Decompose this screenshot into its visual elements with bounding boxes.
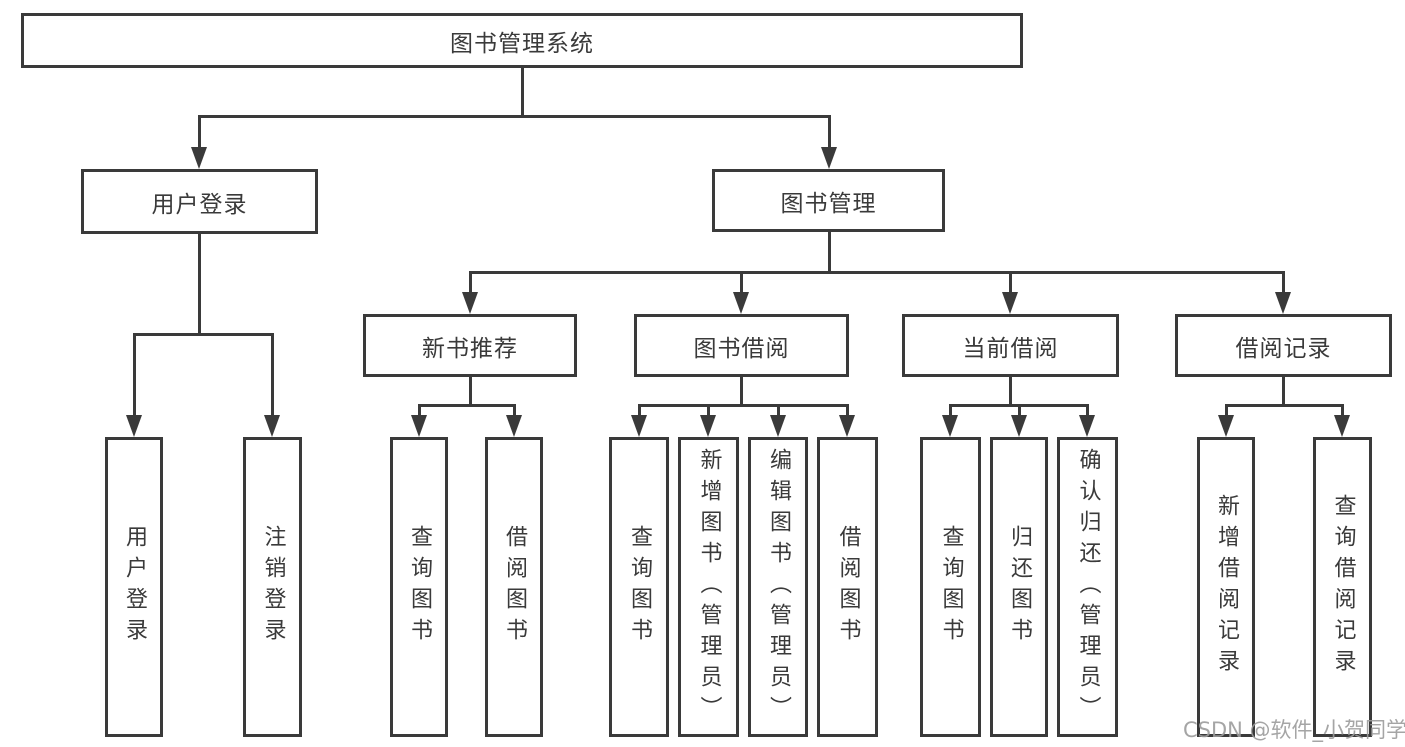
leaf-confirm-return-admin: 确认归还（管理员）	[1057, 437, 1118, 737]
node-new-book-recommend: 新书推荐	[363, 314, 577, 377]
arrow-down-icon	[770, 415, 786, 437]
node-label: 查询借阅记录	[1330, 494, 1356, 680]
leaf-query-books-borrowing: 查询图书	[609, 437, 669, 737]
connector-stub	[1225, 404, 1228, 418]
node-label: 确认归还（管理员）	[1075, 447, 1101, 727]
leaf-user-login: 用户登录	[105, 437, 163, 737]
node-current-borrowing: 当前借阅	[902, 314, 1119, 377]
watermark-csdn: CSDN @软件_小贺同学	[1183, 718, 1405, 742]
connector-to-leaf-logout	[271, 333, 274, 417]
arrow-down-icon	[700, 415, 716, 437]
connector-root-down	[521, 68, 524, 117]
arrow-down-icon	[1011, 415, 1027, 437]
node-label: 注销登录	[260, 525, 286, 649]
node-label: 借阅图书	[835, 525, 861, 649]
node-label: 归还图书	[1007, 525, 1032, 649]
arrow-down-icon	[1334, 415, 1350, 437]
node-borrowing-records: 借阅记录	[1175, 314, 1392, 377]
connector-to-new-book-recommend	[469, 271, 472, 296]
leaf-query-books-current: 查询图书	[920, 437, 981, 737]
connector-level2-horizontal	[198, 115, 831, 118]
node-book-management: 图书管理	[712, 169, 945, 232]
node-label: 图书借阅	[693, 335, 790, 362]
connector-stub	[846, 404, 849, 418]
connector-new-book-recommend-down	[469, 377, 472, 407]
node-label: 借阅图书	[502, 525, 527, 649]
connector-stub	[707, 404, 710, 418]
arrow-down-icon	[191, 147, 207, 169]
connector-to-current-borrowing	[1009, 271, 1012, 296]
connector-current-borrowing-down	[1009, 377, 1012, 407]
node-label: 用户登录	[151, 191, 248, 218]
node-label: 查询图书	[627, 525, 652, 649]
connector-stub	[513, 404, 516, 418]
arrow-down-icon	[506, 415, 522, 437]
arrow-down-icon	[942, 415, 958, 437]
leaf-add-borrow-record: 新增借阅记录	[1197, 437, 1255, 737]
connector-book-management-down	[828, 232, 831, 274]
arrow-down-icon	[411, 415, 427, 437]
arrow-down-icon	[821, 147, 837, 169]
leaf-return-books: 归还图书	[990, 437, 1048, 737]
node-label: 图书管理系统	[450, 30, 594, 57]
connector-to-user-login	[198, 115, 201, 149]
connector-group-horizontal	[418, 404, 516, 407]
connector-stub	[638, 404, 641, 418]
connector-book-borrowing-down	[740, 377, 743, 407]
arrow-down-icon	[1275, 292, 1291, 314]
node-label: 新增借阅记录	[1214, 494, 1239, 680]
connector-stub	[1018, 404, 1021, 418]
leaf-add-books-admin: 新增图书（管理员）	[678, 437, 739, 737]
node-label: 新增图书（管理员）	[696, 447, 722, 727]
arrow-down-icon	[631, 415, 647, 437]
connector-to-book-borrowing	[740, 271, 743, 296]
node-label: 图书管理	[780, 190, 877, 217]
connector-stub	[1086, 404, 1089, 418]
connector-to-book-management	[828, 115, 831, 149]
connector-stub	[418, 404, 421, 418]
connector-level3-horizontal	[469, 271, 1285, 274]
connector-stub	[1341, 404, 1344, 418]
leaf-borrow-books-borrowing: 借阅图书	[817, 437, 878, 737]
arrow-down-icon	[1002, 292, 1018, 314]
leaf-query-books-recommend: 查询图书	[390, 437, 448, 737]
connector-group-horizontal	[1225, 404, 1344, 407]
node-label: 编辑图书（管理员）	[766, 447, 791, 727]
connector-borrowing-records-down	[1282, 377, 1285, 407]
connector-stub	[949, 404, 952, 418]
node-label: 借阅记录	[1235, 335, 1332, 362]
arrow-down-icon	[733, 292, 749, 314]
arrow-down-icon	[1079, 415, 1095, 437]
arrow-down-icon	[839, 415, 855, 437]
leaf-edit-books-admin: 编辑图书（管理员）	[748, 437, 808, 737]
leaf-logout-login: 注销登录	[243, 437, 302, 737]
node-user-login: 用户登录	[81, 169, 318, 234]
leaf-borrow-books-recommend: 借阅图书	[485, 437, 543, 737]
connector-user-login-horizontal	[133, 333, 274, 336]
connector-stub	[777, 404, 780, 418]
node-label: 查询图书	[407, 525, 432, 649]
connector-to-borrowing-records	[1282, 271, 1285, 296]
arrow-down-icon	[264, 415, 280, 437]
connector-user-login-down	[198, 234, 201, 336]
node-label: 查询图书	[938, 525, 964, 649]
leaf-query-borrow-record: 查询借阅记录	[1313, 437, 1372, 737]
node-book-borrowing: 图书借阅	[634, 314, 849, 377]
node-library-management-system: 图书管理系统	[21, 13, 1023, 68]
arrow-down-icon	[1218, 415, 1234, 437]
arrow-down-icon	[462, 292, 478, 314]
connector-to-leaf-user-login	[133, 333, 136, 417]
arrow-down-icon	[126, 415, 142, 437]
node-label: 用户登录	[122, 525, 147, 649]
node-label: 新书推荐	[422, 335, 518, 362]
node-label: 当前借阅	[962, 335, 1059, 362]
connector-group-horizontal	[638, 404, 849, 407]
